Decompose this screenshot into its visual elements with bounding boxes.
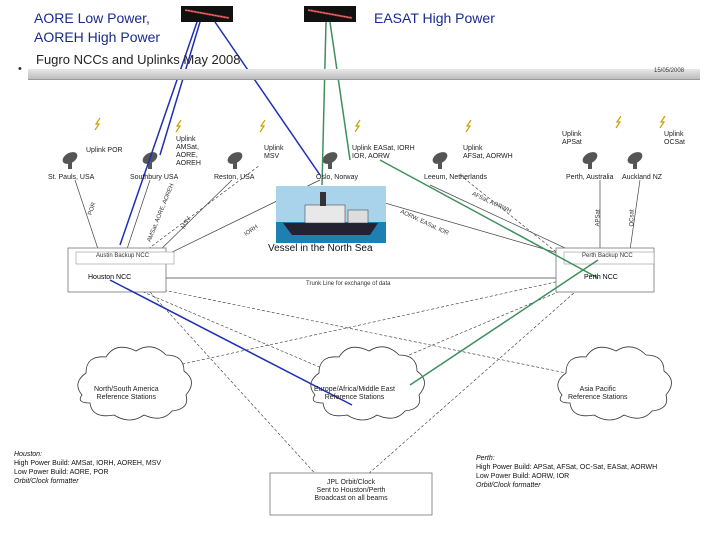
trunk-line-label: Trunk Line for exchange of data — [306, 281, 391, 287]
uplink-label-ocsat: Uplink OCSat — [664, 131, 686, 146]
ref-stations-america: North/South America Reference Stations — [94, 386, 159, 401]
houston-notes-formatter: Orbit/Clock formatter — [14, 478, 79, 485]
perth-notes-high: High Power Build: APSat, AFSat, OC-Sat, … — [476, 464, 658, 471]
site-label-oslo: Oslo, Norway — [316, 174, 359, 181]
uplink-label-afsat: Uplink AFSat, AORWH — [463, 145, 513, 160]
austin-backup-label: Austin Backup NCC — [96, 253, 150, 259]
perth-notes-formatter: Orbit/Clock formatter — [476, 482, 541, 489]
uplink-label-easat: Uplink EASat, IORH IOR, AORW — [352, 145, 415, 160]
jpl-orbit-clock-text: JPL Orbit/Clock Sent to Houston/Perth Br… — [314, 479, 388, 502]
site-label-perth: Perth, Australia — [566, 174, 614, 181]
slide-date: 15/05/2008 — [654, 68, 685, 74]
site-label-southbury: Southbury USA — [130, 174, 179, 181]
site-label-auckland: Auckland NZ — [622, 174, 663, 181]
perth-notes-low: Low Power Build: AORW, IOR — [476, 473, 570, 480]
easat-uplink-line — [329, 21, 351, 161]
slide-bullet: • — [18, 63, 22, 75]
easat-perth-line — [379, 159, 599, 279]
easat-vessel-line — [321, 21, 327, 186]
reference-clouds — [77, 346, 672, 421]
perth-notes: Perth: High Power Build: APSat, AFSat, O… — [476, 454, 657, 490]
vessel-caption: Vessel in the North Sea — [268, 243, 373, 254]
aore-uplink-line — [159, 21, 201, 156]
vessel-image — [276, 186, 386, 243]
link-label-apsat: APSat — [595, 209, 602, 227]
aore-caption-line1: AORE Low Power, — [34, 10, 150, 26]
austin-backup-box — [75, 251, 175, 265]
link-label-ocsat: OCsat — [629, 209, 636, 227]
uplink-label-msv: Uplink MSV — [264, 145, 284, 160]
easat-caption: EASAT High Power — [374, 10, 495, 26]
aore-downlink-line — [119, 21, 198, 246]
slide-title: Fugro NCCs and Uplinks May 2008 — [36, 52, 241, 67]
dish-icons — [62, 152, 643, 169]
perth-notes-title: Perth: — [476, 455, 495, 462]
site-label-st-pauls: St. Pauls, USA — [48, 174, 95, 181]
site-label-reston: Reston, USA — [214, 174, 255, 181]
houston-ncc-label: Houston NCC — [88, 274, 132, 281]
aore-vessel-line — [214, 21, 321, 176]
uplink-lines — [74, 179, 641, 279]
perth-backup-label: Perth Backup NCC — [582, 253, 633, 259]
jpl-box — [269, 472, 433, 516]
perth-europe-green-line — [409, 259, 599, 386]
houston-notes: Houston: High Power Build: AMSat, IORH, … — [14, 450, 161, 486]
uplink-label-por: Uplink POR — [86, 147, 123, 154]
perth-backup-box — [563, 251, 655, 265]
uplink-label-apsat: Uplink APSat — [562, 131, 582, 146]
site-label-leeum: Leeum, Netherlands — [424, 174, 488, 181]
ref-stations-asia: Asia Pacific Reference Stations — [568, 386, 628, 401]
satellite-icons — [181, 6, 356, 22]
houston-notes-high: High Power Build: AMSat, IORH, AOREH, MS… — [14, 460, 162, 467]
perth-ncc-label: Perth NCC — [584, 274, 618, 281]
uplink-label-amsat: Uplink AMSat, AORE, AOREH — [176, 136, 201, 167]
houston-notes-low: Low Power Build: AORE, POR — [14, 469, 109, 476]
houston-notes-title: Houston: — [14, 451, 43, 458]
slide-title-bar — [28, 69, 700, 80]
signal-icons — [94, 115, 666, 133]
ref-stations-europe: Europe/Africa/Middle East Reference Stat… — [314, 386, 395, 401]
aoreh-caption-line2: AOREH High Power — [34, 29, 161, 45]
houston-europe-blue-line — [109, 279, 353, 406]
